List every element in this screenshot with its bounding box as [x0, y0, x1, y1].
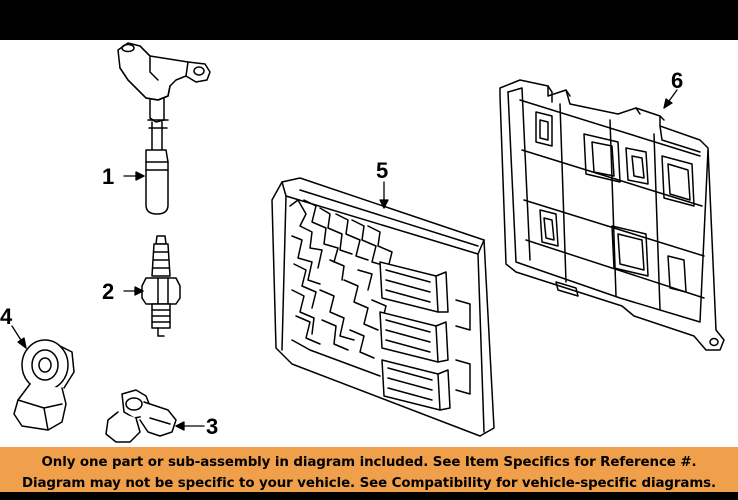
knock-sensor-drawing	[13, 339, 75, 431]
ecm-bracket-drawing	[499, 79, 725, 351]
top-black-bar	[0, 0, 738, 40]
ecm-drawing	[271, 177, 495, 437]
exploded-parts-diagram: 1 2 3 4 5 6	[0, 40, 738, 445]
callout-3: 3	[206, 414, 218, 439]
diagram-canvas: 1 2 3 4 5 6	[0, 42, 725, 443]
spark-plug-drawing	[141, 235, 181, 337]
ignition-coil-drawing	[117, 42, 211, 215]
callout-leaders	[11, 89, 678, 431]
bottom-black-strip	[0, 492, 738, 500]
notice-line-reference: Only one part or sub-assembly in diagram…	[41, 455, 697, 470]
callout-1: 1	[102, 164, 114, 189]
cam-sensor-drawing	[105, 389, 177, 443]
notice-line-compatibility: Diagram may not be specific to your vehi…	[21, 476, 717, 491]
callout-4: 4	[0, 304, 13, 329]
compatibility-notice-banner: Only one part or sub-assembly in diagram…	[0, 447, 738, 500]
callout-5: 5	[376, 158, 388, 183]
callout-2: 2	[102, 279, 114, 304]
callout-6: 6	[671, 68, 683, 93]
